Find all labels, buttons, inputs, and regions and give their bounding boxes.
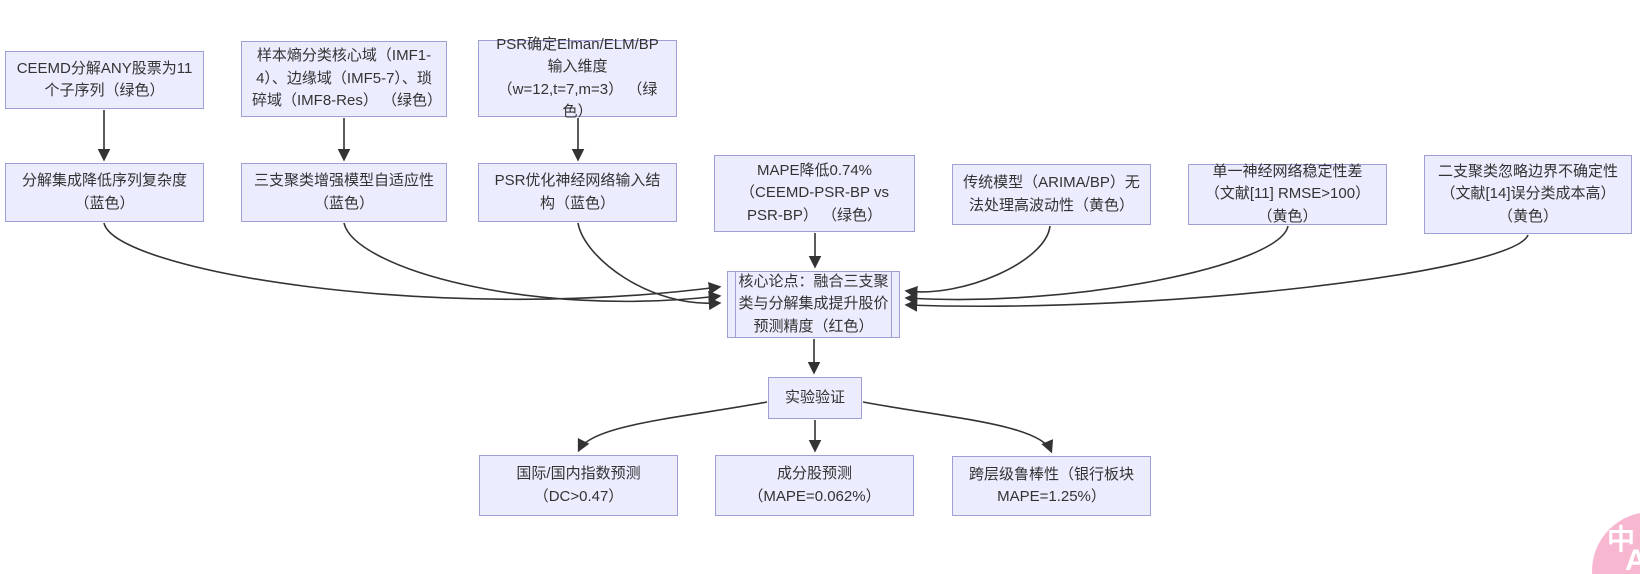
translate-badge-en-glyph: A: [1625, 544, 1640, 574]
flowchart-node-n6: PSR优化神经网络输入结构（蓝色）: [478, 163, 677, 222]
flowchart-node-n1: CEEMD分解ANY股票为11个子序列（绿色）: [5, 51, 204, 109]
flowchart-node-n3: PSR确定Elman/ELM/BP输入维度（w=12,t=7,m=3） （绿色）: [478, 36, 677, 120]
flowchart-node-n7: MAPE降低0.74%（CEEMD-PSR-BP vs PSR-BP） （绿色）: [714, 155, 915, 232]
edge-n9-to-core: [904, 225, 1289, 306]
edge-exp-to-n13: [862, 401, 1054, 454]
flowchart-node-n8: 传统模型（ARIMA/BP）无法处理高波动性（黄色）: [952, 164, 1151, 225]
flowchart-node-n4: 分解集成降低序列复杂度（蓝色）: [5, 163, 204, 222]
flowchart-node-n2: 样本熵分类核心域（IMF1-4）、边缘域（IMF5-7）、琐碎域（IMF8-Re…: [241, 41, 447, 117]
edge-n5-to-core: [343, 222, 722, 304]
flowchart-node-core: 核心论点：融合三支聚类与分解集成提升股价预测精度（红色）: [727, 271, 900, 338]
flowchart-node-n13: 跨层级鲁棒性（银行板块MAPE=1.25%）: [952, 456, 1151, 516]
edge-n10-to-core: [904, 234, 1529, 312]
flowchart-node-n9: 单一神经网络稳定性差（文献[11] RMSE>100） （黄色）: [1188, 163, 1387, 225]
flowchart-node-n10: 二支聚类忽略边界不确定性（文献[14]误分类成本高）（黄色）: [1424, 155, 1632, 234]
translate-badge-zh-glyph: 中: [1607, 524, 1636, 555]
flowchart-node-n12: 成分股预测（MAPE=0.062%）: [715, 455, 914, 516]
flowchart-node-exp: 实验验证: [768, 377, 862, 419]
flowchart-node-n11: 国际/国内指数预测（DC>0.47）: [479, 455, 678, 516]
edge-n6-to-core: [577, 222, 722, 311]
flowchart-node-n5: 三支聚类增强模型自适应性（蓝色）: [241, 163, 447, 222]
translate-badge[interactable]: 中 A: [1592, 512, 1640, 574]
edge-n8-to-core: [904, 225, 1051, 299]
edge-exp-to-n11: [577, 401, 768, 453]
edge-n4-to-core: [103, 222, 722, 301]
